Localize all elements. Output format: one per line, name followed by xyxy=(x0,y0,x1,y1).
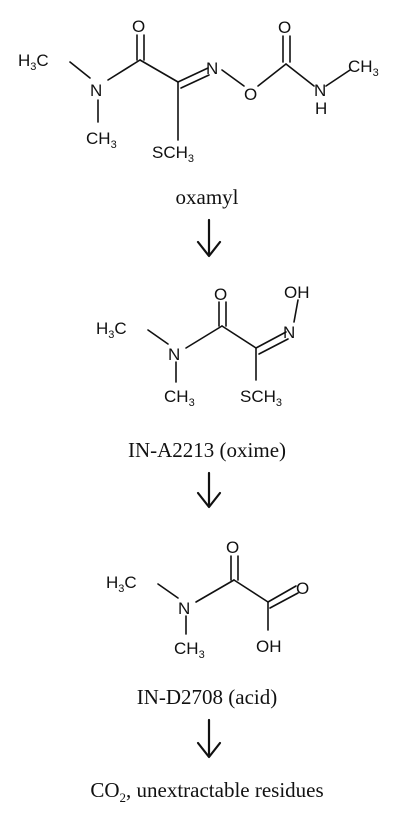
bond xyxy=(177,67,209,83)
bond xyxy=(185,325,223,349)
compound-name: IN-D2708 (acid) xyxy=(137,685,278,709)
nitrogen-atom: N xyxy=(314,81,326,100)
bond xyxy=(195,579,235,603)
compound-name: IN-A2213 (oxime) xyxy=(128,438,286,462)
bond xyxy=(233,579,269,603)
nitrogen-atom: N xyxy=(90,81,102,100)
bond xyxy=(269,592,299,609)
methyl-label: H3C xyxy=(96,319,127,341)
methyl-label: H3C xyxy=(18,51,49,73)
oxygen-atom: O xyxy=(296,579,309,598)
oxamyl-structure: H3C N CH3 O N O O SCH3 N H CH3 xyxy=(18,17,379,165)
oxime-structure: H3C N CH3 O OH N SCH3 xyxy=(96,283,310,409)
nitrogen-atom: N xyxy=(206,59,218,78)
bond xyxy=(258,338,289,355)
final-product-label: CO2, unextractable residues xyxy=(90,778,323,805)
bond xyxy=(221,325,257,349)
bond xyxy=(285,63,315,87)
bond xyxy=(293,299,299,323)
bond xyxy=(267,585,297,603)
bond xyxy=(157,583,179,599)
oxygen-atom: O xyxy=(214,285,227,304)
bond xyxy=(180,74,210,89)
thiomethyl-label: SCH3 xyxy=(240,387,282,409)
nitrogen-atom: N xyxy=(178,599,190,618)
nitrogen-atom: N xyxy=(168,345,180,364)
thiomethyl-label: SCH3 xyxy=(152,143,194,165)
down-arrow-icon xyxy=(196,218,222,258)
bond xyxy=(147,329,169,345)
nitrogen-atom: N xyxy=(283,323,295,342)
bond xyxy=(69,61,91,79)
bond xyxy=(325,69,351,87)
down-arrow-icon xyxy=(196,471,222,509)
bond xyxy=(255,331,287,349)
bond xyxy=(257,63,287,87)
bond xyxy=(139,59,179,83)
hydroxyl-label: OH xyxy=(256,637,282,656)
hydroxyl-label: OH xyxy=(284,283,310,302)
methyl-label: CH3 xyxy=(348,57,379,79)
oxygen-atom: O xyxy=(278,18,291,37)
methyl-label: CH3 xyxy=(174,639,205,661)
methyl-label: H3C xyxy=(106,573,137,595)
bond xyxy=(221,69,245,87)
methyl-label: CH3 xyxy=(86,129,117,151)
acid-structure: H3C N CH3 O O OH xyxy=(106,538,309,661)
oxygen-atom: O xyxy=(132,17,145,36)
down-arrow-icon xyxy=(196,718,222,759)
oxygen-atom: O xyxy=(244,85,257,104)
oxygen-atom: O xyxy=(226,538,239,557)
methyl-label: CH3 xyxy=(164,387,195,409)
hydrogen-atom: H xyxy=(315,99,327,118)
compound-name: oxamyl xyxy=(176,185,239,209)
bond xyxy=(107,59,141,81)
